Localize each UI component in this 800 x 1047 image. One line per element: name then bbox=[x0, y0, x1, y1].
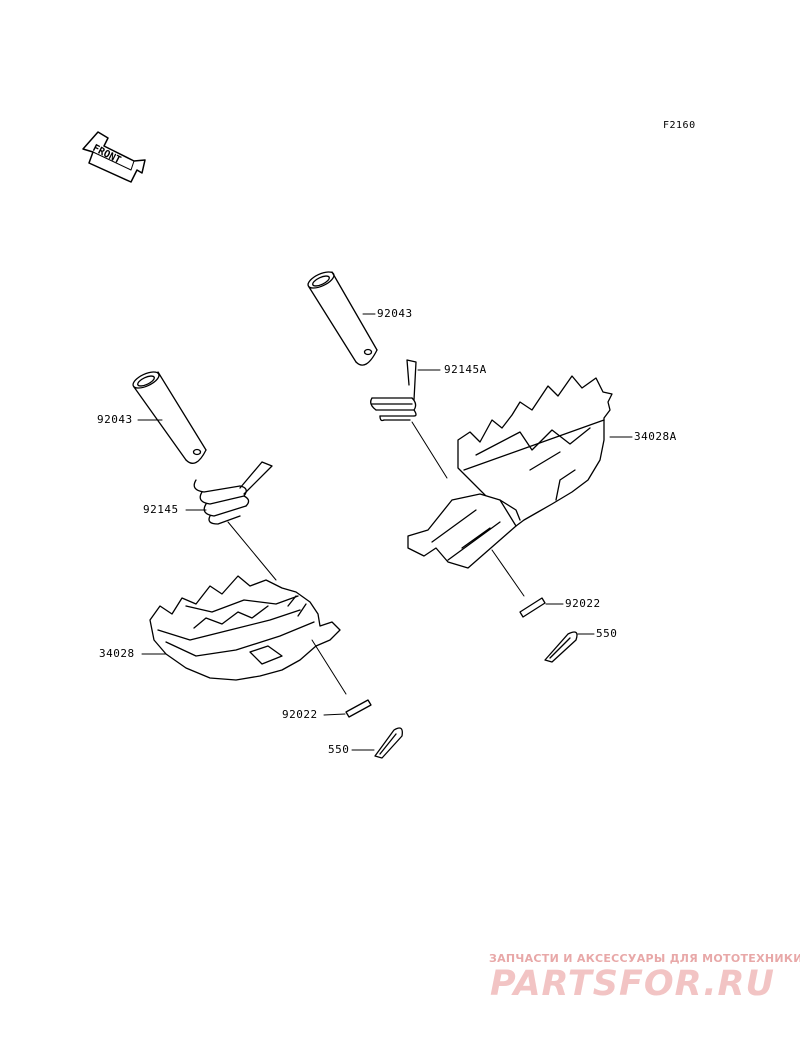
spring-right bbox=[370, 359, 417, 422]
part-label-92022-right: 92022 bbox=[565, 597, 601, 610]
footpeg-right bbox=[407, 375, 613, 569]
figure-id: F2160 bbox=[663, 120, 696, 131]
washer-left bbox=[345, 699, 372, 718]
cotter-pin-left bbox=[374, 727, 403, 759]
washer-right bbox=[519, 597, 546, 618]
leader-spring-left-axis bbox=[227, 521, 277, 581]
cotter-pin-right bbox=[544, 631, 578, 663]
leader-footpeg-right-axis bbox=[491, 549, 525, 597]
part-label-92022-left: 92022 bbox=[282, 708, 318, 721]
pin-right bbox=[307, 271, 378, 366]
leader-spring-right-axis bbox=[411, 421, 448, 479]
part-label-550-right: 550 bbox=[596, 627, 618, 640]
watermark-logo: PARTSFOR.RU bbox=[490, 964, 775, 1004]
part-label-92145A: 92145A bbox=[444, 363, 487, 376]
leader-washer-left bbox=[323, 713, 346, 716]
part-label-92043-right: 92043 bbox=[377, 307, 413, 320]
part-label-92145: 92145 bbox=[143, 503, 179, 516]
watermark-tagline: ЗАПЧАСТИ И АКСЕССУАРЫ ДЛЯ МОТОТЕХНИКИ bbox=[489, 952, 800, 965]
part-label-550-left: 550 bbox=[328, 743, 350, 756]
pin-left bbox=[132, 371, 207, 464]
part-label-92043-left: 92043 bbox=[97, 413, 133, 426]
part-label-34028: 34028 bbox=[99, 647, 135, 660]
footpeg-left bbox=[149, 575, 341, 681]
spring-left bbox=[193, 461, 273, 525]
leader-footpeg-left-axis bbox=[311, 639, 347, 695]
part-label-34028A: 34028A bbox=[634, 430, 677, 443]
front-arrow-icon: FRONT bbox=[82, 131, 146, 183]
